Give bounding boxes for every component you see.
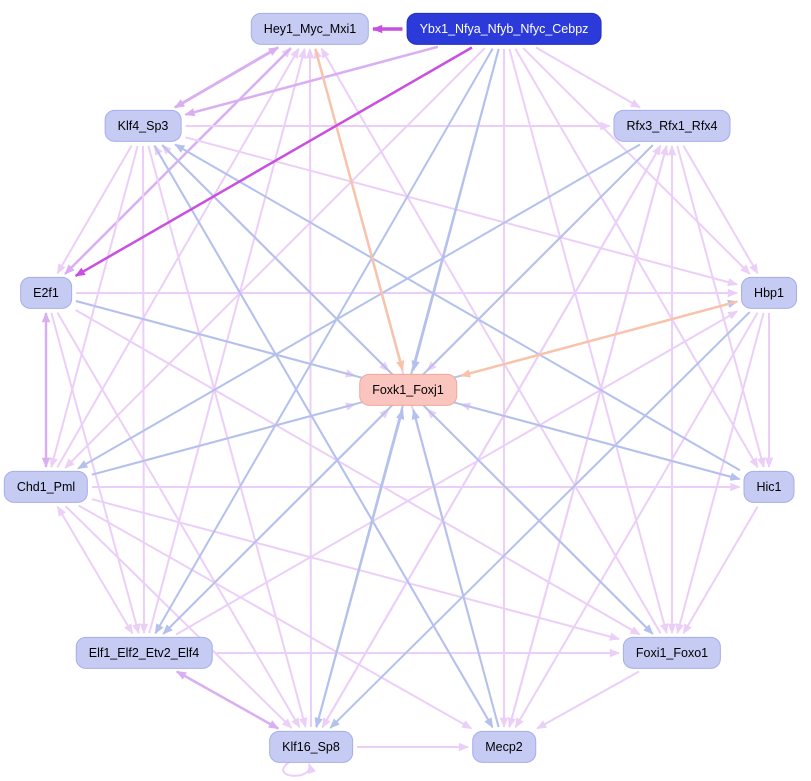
node-Hey1_Myc_Mxi1[interactable]: Hey1_Myc_Mxi1 <box>250 12 370 46</box>
edge-Chd1_Pml-Elf1_Elf2_Etv2_Elf4[interactable] <box>56 505 134 635</box>
node-Foxk1_Foxj1[interactable]: Foxk1_Foxj1 <box>359 373 457 407</box>
edge-Hey1_Myc_Mxi1-Foxk1_Foxj1[interactable] <box>314 48 405 372</box>
edge-Klf16_Sp8-Klf16_Sp8[interactable] <box>282 761 317 777</box>
edge-Klf4_Sp3-Hey1_Myc_Mxi1[interactable] <box>174 46 279 109</box>
edge-Klf16_Sp8-Hey1_Myc_Mxi1[interactable] <box>305 48 315 728</box>
edge-Hic1-Foxi1_Foxo1[interactable] <box>682 506 759 635</box>
edge-Klf4_Sp3-Mecp2[interactable] <box>153 145 494 729</box>
node-Klf16_Sp8[interactable]: Klf16_Sp8 <box>269 730 353 764</box>
edge-Klf4_Sp3-Klf16_Sp8[interactable] <box>147 145 308 729</box>
edge-Klf16_Sp8-Foxk1_Foxj1[interactable] <box>315 408 405 728</box>
node-Elf1_Elf2_Etv2_Elf4[interactable]: Elf1_Elf2_Etv2_Elf4 <box>75 636 213 670</box>
node-Hic1[interactable]: Hic1 <box>743 470 795 504</box>
node-Rfx3_Rfx1_Rfx4[interactable]: Rfx3_Rfx1_Rfx4 <box>613 109 731 143</box>
edge-Klf4_Sp3-E2f1[interactable] <box>56 145 133 275</box>
edge-Rfx3_Rfx1_Rfx4-Mecp2[interactable] <box>507 145 668 729</box>
edge-Foxi1_Foxo1-Hey1_Myc_Mxi1[interactable] <box>320 47 662 634</box>
edge-Klf4_Sp3-Hbp1[interactable] <box>185 136 739 287</box>
node-Foxi1_Foxo1[interactable]: Foxi1_Foxo1 <box>622 636 722 670</box>
edge-Ybx1_Nfya_Nfyb_Nfyc_Cebpz-Klf4_Sp3[interactable] <box>184 45 439 117</box>
edge-E2f1-Klf16_Sp8[interactable] <box>56 312 301 729</box>
node-Chd1_Pml[interactable]: Chd1_Pml <box>3 470 89 504</box>
edge-Elf1_Elf2_Etv2_Elf4-Hbp1[interactable] <box>175 310 739 636</box>
edge-Rfx3_Rfx1_Rfx4-Chd1_Pml[interactable] <box>77 143 641 470</box>
edge-Ybx1_Nfya_Nfyb_Nfyc_Cebpz-Rfx3_Rfx1_Rfx4[interactable] <box>535 46 641 109</box>
edge-Rfx3_Rfx1_Rfx4-Hbp1[interactable] <box>682 145 759 275</box>
edge-Hbp1-Klf16_Sp8[interactable] <box>329 311 751 729</box>
node-E2f1[interactable]: E2f1 <box>20 276 72 310</box>
edge-Elf1_Elf2_Etv2_Elf4-Klf16_Sp8[interactable] <box>175 670 280 730</box>
node-Klf4_Sp3[interactable]: Klf4_Sp3 <box>104 109 182 143</box>
edge-Foxi1_Foxo1-Mecp2[interactable] <box>536 670 640 730</box>
edge-Ybx1_Nfya_Nfyb_Nfyc_Cebpz-E2f1[interactable] <box>74 46 473 277</box>
edge-Ybx1_Nfya_Nfyb_Nfyc_Cebpz-Hic1[interactable] <box>514 48 759 469</box>
node-Hbp1[interactable]: Hbp1 <box>741 276 797 310</box>
edge-Ybx1_Nfya_Nfyb_Nfyc_Cebpz-Elf1_Elf2_Etv2_Elf4[interactable] <box>154 48 494 635</box>
edge-Rfx3_Rfx1_Rfx4-Klf16_Sp8[interactable] <box>321 145 662 729</box>
node-Mecp2[interactable]: Mecp2 <box>472 730 536 764</box>
node-Ybx1_Nfya_Nfyb_Nfyc_Cebpz[interactable]: Ybx1_Nfya_Nfyb_Nfyc_Cebpz <box>406 12 602 46</box>
edge-Hbp1-Foxk1_Foxj1[interactable] <box>459 300 738 378</box>
edge-Chd1_Pml-Mecp2[interactable] <box>78 504 473 730</box>
edge-Chd1_Pml-Foxi1_Foxo1[interactable] <box>91 498 621 641</box>
edge-Mecp2-Foxk1_Foxj1[interactable] <box>411 408 500 728</box>
